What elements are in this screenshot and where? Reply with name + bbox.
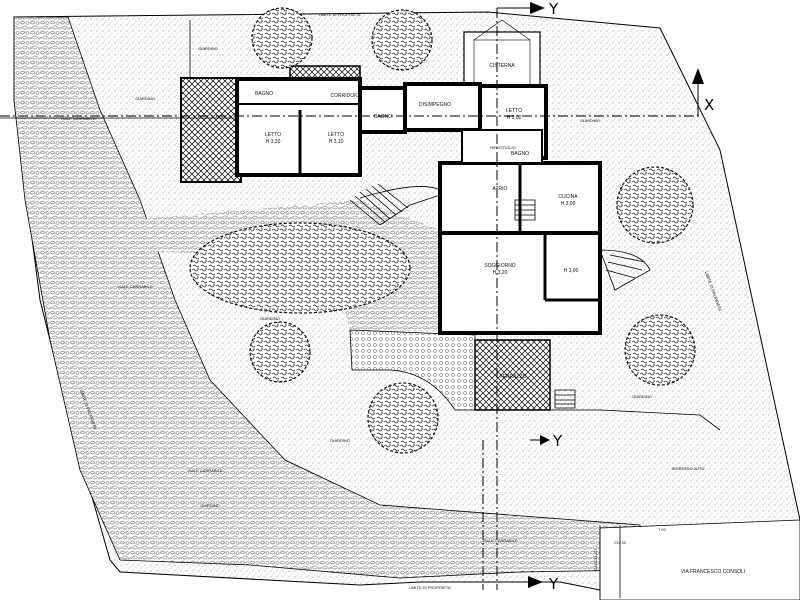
- label-viale-4: VIALE CARRABILE: [482, 538, 517, 543]
- label-bagno-2: BAGNO: [374, 114, 392, 120]
- label-cisterna: CISTERNA: [489, 63, 515, 69]
- label-letto-1-h: H 3,20: [266, 139, 281, 145]
- trees: [189, 7, 696, 454]
- house-walls: [235, 77, 602, 335]
- label-letto-2: LETTO: [328, 132, 344, 138]
- label-cucina: CUCINA: [558, 194, 578, 200]
- stairs: [349, 183, 651, 409]
- label-soggiorno: SOGGIORNO: [484, 263, 516, 269]
- label-ripostiglio: RIPOSTIGLIO: [490, 145, 516, 150]
- label-disimpegno: DISIMPEGNO: [419, 102, 451, 108]
- svg-text:Y: Y: [548, 0, 559, 18]
- label-giardino-3: GIARDINO: [580, 118, 600, 123]
- label-terrazzo: TERRAZZO: [500, 374, 527, 380]
- label-letto-3-h: H 3,00: [507, 115, 522, 121]
- left-hatched-volume: [180, 77, 242, 183]
- label-letto-2-h: H 3,10: [329, 139, 344, 145]
- svg-text:X: X: [704, 96, 714, 114]
- label-soggiorno-h: H 3,20: [493, 270, 508, 276]
- label-viale-1: VIALE CARRABILE: [60, 116, 95, 121]
- terrazzo-hatch: [474, 339, 551, 411]
- label-ingresso-auto: INGRESSO AUTO: [671, 466, 704, 471]
- label-cancello: CANCELLO: [593, 549, 598, 571]
- label-giardino-2: GIARDINO: [135, 96, 155, 101]
- label-giardino-6: GIARDINO: [632, 394, 652, 399]
- label-bagno-1: BAGNO: [255, 91, 273, 97]
- svg-text:Y: Y: [552, 432, 563, 450]
- label-corridoio: CORRIDOIO: [331, 93, 360, 99]
- label-atrio: ATRIO: [493, 186, 508, 192]
- label-via: VIA FRANCESCO CONSOLI: [681, 569, 745, 575]
- label-limite-bottom: LIMITE DI PROPRIETA': [409, 585, 452, 590]
- section-lines: [0, 8, 700, 590]
- terrace-paving: [349, 329, 476, 411]
- label-viale-3: VIALE CARRABILE: [187, 468, 222, 473]
- label-letto-1: LETTO: [265, 132, 281, 138]
- label-quota-b: CIV.32: [614, 540, 627, 545]
- axis-y-mid-arrow: Y: [530, 432, 563, 450]
- label-giardino-5: GIARDINO: [330, 438, 350, 443]
- label-viale-2: VIALE CARRABILE: [117, 284, 152, 289]
- svg-text:Y: Y: [548, 575, 559, 593]
- road-right: [599, 519, 800, 600]
- label-bagno-3: BAGNO: [511, 151, 529, 157]
- label-limite-top: LIMITE DI PROPRIETA': [319, 12, 362, 17]
- label-giardino-7: GIARDINO: [200, 503, 220, 508]
- axis-x-arrow: X: [692, 68, 714, 116]
- label-soggiorno-h2: H 3,00: [564, 268, 579, 274]
- label-giardino-4: GIARDINO: [260, 316, 280, 321]
- axis-y-bottom-arrow: Y: [497, 575, 559, 593]
- label-letto-3: LETTO: [506, 108, 522, 114]
- label-quota-a: 7,00: [658, 527, 667, 532]
- axis-y-top-arrow: Y: [497, 0, 559, 18]
- label-cucina-h: H 3,00: [561, 201, 576, 207]
- label-giardino-1: GIARDINO: [198, 46, 218, 51]
